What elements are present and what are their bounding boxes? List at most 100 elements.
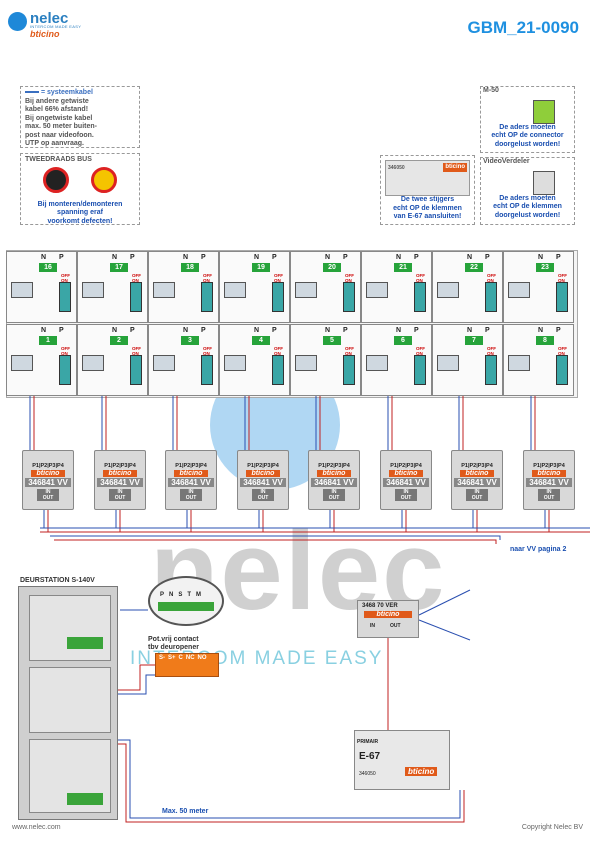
monitor-icon [82, 355, 104, 371]
vv-in: IN [260, 489, 266, 495]
relay-terminal: NC [185, 655, 195, 661]
vd-brand: bticino [364, 611, 412, 618]
bus-wire [54, 539, 497, 544]
connector-icon [130, 282, 142, 312]
apartment-cell: N P 7 OFF ON [432, 324, 503, 396]
switch-off: OFF [61, 273, 70, 278]
keypad-label: P [160, 592, 165, 598]
apartment-number: 22 [465, 263, 483, 272]
door-module-middle [29, 667, 111, 733]
vv-port: P1 [104, 463, 111, 469]
switch-off: OFF [487, 346, 496, 351]
vv-module: P1|P2|P3|P4 bticino 346841 VV IN OUT [94, 450, 146, 510]
relay-wire [118, 674, 160, 695]
door-station [18, 586, 118, 820]
vv-port: P3 [263, 463, 271, 469]
switch-on: ON [203, 278, 210, 283]
np-p: P [130, 254, 135, 261]
connector-icon [343, 282, 355, 312]
switch-off: OFF [487, 273, 496, 278]
apartment-cell: N P 17 OFF ON [77, 251, 148, 323]
monitor-icon [153, 355, 175, 371]
relay-wire [118, 664, 155, 691]
np-p: P [485, 254, 490, 261]
apartment-cell: N P 5 OFF ON [290, 324, 361, 396]
connector-icon [485, 282, 497, 312]
switch-on: ON [274, 278, 281, 283]
bus-note-title: TWEEDRAADS BUS [25, 156, 92, 163]
vv-port: P2 [183, 463, 191, 469]
vv-port: P1 [390, 463, 397, 469]
vv-brand: bticino [532, 470, 566, 477]
vv-port: P2 [398, 463, 406, 469]
connector-icon [272, 282, 284, 312]
np-n: N [538, 254, 544, 261]
psu-model: E-67 [359, 751, 381, 762]
np-n: N [396, 254, 402, 261]
vv-brand: bticino [31, 470, 65, 477]
e67-note-line: echt OP de klemmen [393, 204, 462, 212]
naar-vv-label: naar VV pagina 2 [510, 546, 567, 553]
relay-terminal: NO [197, 655, 207, 661]
no-voltage-icon [91, 166, 117, 193]
switch-off: OFF [345, 273, 354, 278]
nelec-logo-icon [8, 12, 27, 31]
vv-port: P2 [541, 463, 549, 469]
e67-mini-code: 346050 [388, 165, 405, 171]
vv-port: P4 [129, 463, 136, 469]
cable-note: = systeemkabel Bij andere getwiste kabel… [20, 86, 140, 148]
vv-out: OUT [471, 495, 483, 501]
monitor-icon [437, 282, 459, 298]
apartment-number: 21 [394, 263, 412, 272]
m50-note-line: echt OP de connector [491, 132, 564, 139]
power-supply-e67: PRIMAIR E-67 346050 bticino [354, 730, 450, 790]
connector-icon [130, 355, 142, 385]
connector-icon [343, 355, 355, 385]
vv-port: P1 [318, 463, 325, 469]
document-code: GBM_21-0090 [467, 18, 579, 37]
vv-out: OUT [400, 495, 412, 501]
switch-off: OFF [558, 346, 567, 351]
bus-wire [50, 535, 501, 540]
vv-port: P4 [57, 463, 64, 469]
connector-icon [59, 282, 71, 312]
keypad-label: T [187, 592, 192, 598]
connector-icon [414, 282, 426, 312]
deurstation-title: DEURSTATION S-140V [20, 577, 95, 584]
cable-legend-icon [25, 91, 39, 94]
e67-mini-device: 346050 bticino [385, 160, 470, 196]
np-n: N [41, 327, 47, 334]
vd-out: OUT [390, 623, 401, 629]
vv-type: VV [486, 478, 497, 487]
cable-legend: = systeemkabel [40, 89, 93, 96]
vv-code: 346841 [243, 478, 270, 487]
vv-in: IN [546, 489, 552, 495]
np-n: N [254, 327, 260, 334]
apartment-number: 19 [252, 263, 270, 272]
np-p: P [343, 254, 348, 261]
switch-on: ON [416, 278, 423, 283]
vv-port: P2 [255, 463, 263, 469]
switch-on: ON [274, 351, 281, 356]
np-n: N [538, 327, 544, 334]
vv-port: P3 [334, 463, 342, 469]
monitor-icon [366, 282, 388, 298]
vv-port: P2 [469, 463, 477, 469]
np-p: P [59, 254, 64, 261]
switch-off: OFF [558, 273, 567, 278]
cable-note-line: Bij andere getwiste [25, 97, 89, 105]
vv-type: VV [200, 478, 211, 487]
m50-note-line: doorgelust worden! [494, 140, 561, 148]
vd-in: IN [370, 623, 375, 629]
vv-module: P1|P2|P3|P4 bticino 346841 VV IN OUT [523, 450, 575, 510]
switch-off: OFF [274, 273, 283, 278]
np-p: P [272, 327, 277, 334]
vv-in: IN [403, 489, 409, 495]
apartment-number: 6 [394, 336, 412, 345]
monitor-icon [153, 282, 175, 298]
keypad-label: S [178, 592, 183, 598]
vv-code: 346841 [28, 478, 55, 487]
vd-out-wire [418, 589, 471, 616]
vv-out: OUT [257, 495, 269, 501]
vv-out: OUT [42, 495, 54, 501]
